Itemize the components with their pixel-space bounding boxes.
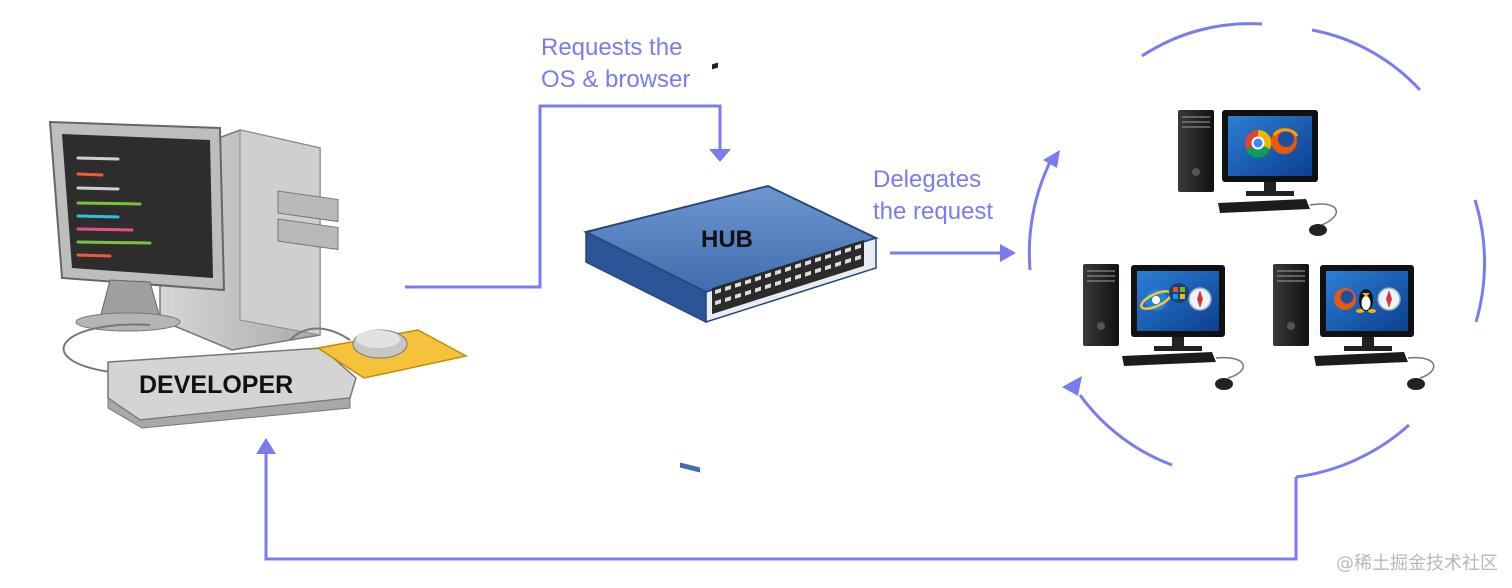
- node-pc-top: [1178, 110, 1338, 236]
- node-pc-left: [1083, 264, 1244, 390]
- arrow-head-to-nodes: [1000, 244, 1016, 262]
- hub-switch-icon: [583, 62, 879, 473]
- safari-logo: [1188, 287, 1212, 311]
- arrow-head-to-developer: [256, 438, 276, 454]
- firefox-logo: [1271, 128, 1299, 154]
- developer-label: DEVELOPER: [139, 371, 294, 399]
- node-cluster-circle: [1027, 22, 1487, 479]
- developer-workstation-icon: [48, 120, 469, 429]
- hub-label: HUB: [701, 226, 753, 253]
- circle-arrow-head-top: [1043, 150, 1060, 168]
- delegates-label: Delegates the request: [873, 164, 993, 228]
- delegates-label-line1: Delegates: [873, 166, 982, 193]
- requests-label-line1: Requests the: [541, 34, 683, 61]
- circle-arrow-head-bottom: [1062, 376, 1082, 396]
- delegates-label-line2: the request: [873, 198, 994, 225]
- arrow-developer-to-hub: [405, 104, 722, 289]
- node-pc-right: [1273, 264, 1435, 390]
- chrome-logo: [1245, 129, 1272, 158]
- hub-ports: [680, 239, 864, 473]
- firefox-logo: [1334, 288, 1356, 310]
- safari-logo: [1377, 287, 1401, 311]
- ie-logo: [1140, 289, 1172, 311]
- requests-label: Requests the OS & browser: [541, 32, 690, 96]
- arrow-head-to-hub: [709, 149, 731, 162]
- watermark: @稀土掘金技术社区: [1336, 553, 1498, 574]
- linux-tux-logo: [1356, 289, 1376, 313]
- requests-label-line2: OS & browser: [541, 66, 691, 93]
- arrow-nodes-to-developer: [264, 452, 1298, 561]
- windows-logo: [1169, 283, 1189, 303]
